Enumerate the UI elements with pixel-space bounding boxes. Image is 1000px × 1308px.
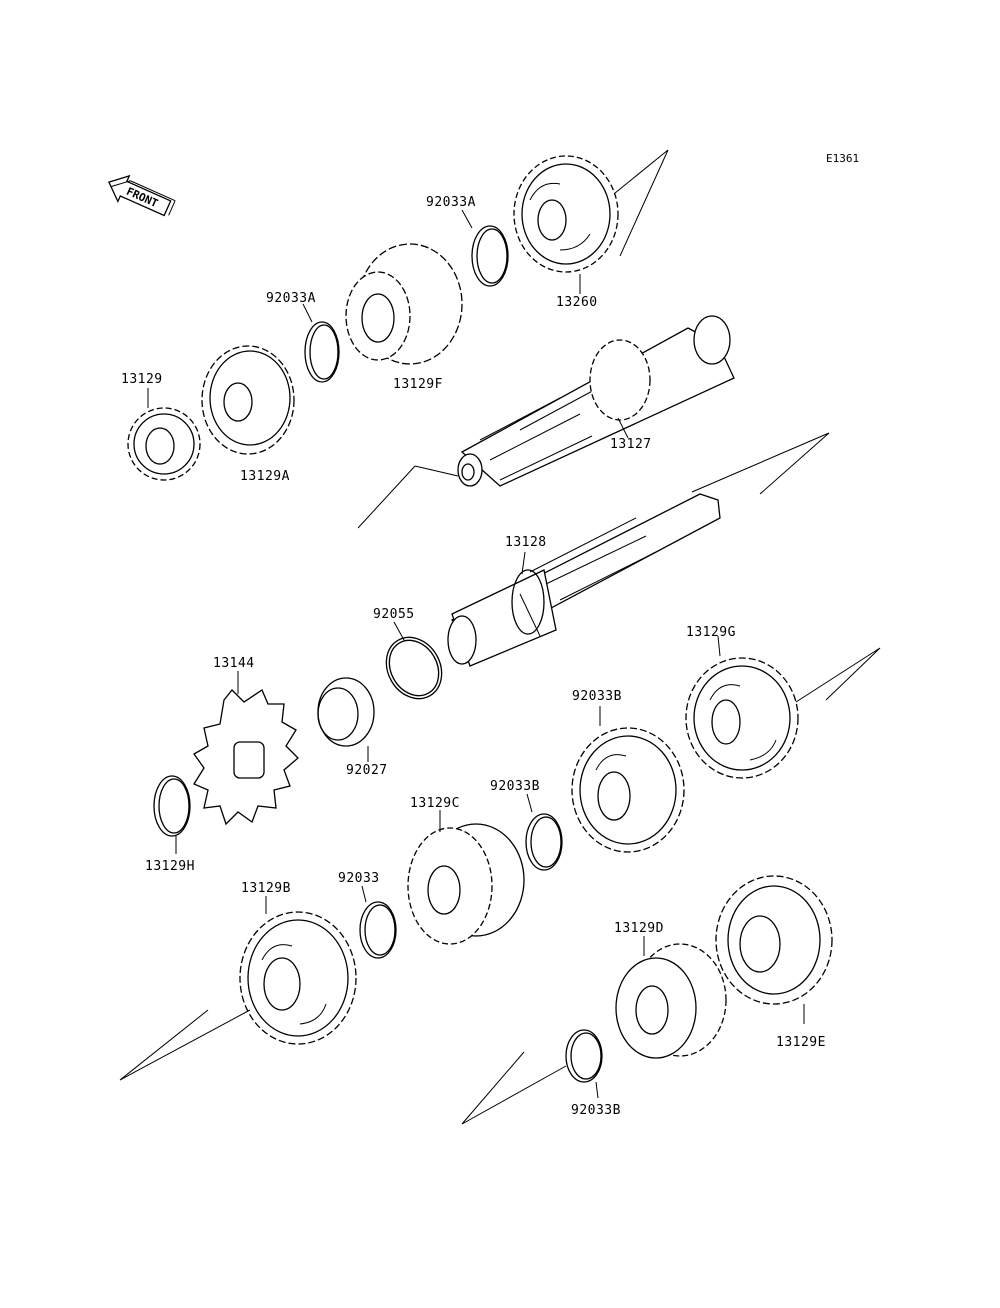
leader-13129H xyxy=(717,635,721,657)
circlip-92033B-3 xyxy=(565,1029,603,1083)
label-92033B-2: 92033B xyxy=(490,779,540,794)
circlip-92033B-1 xyxy=(153,775,191,837)
diagram-code: E1361 xyxy=(826,152,859,165)
gear-13129A xyxy=(201,345,295,455)
leader-13128 xyxy=(521,551,526,575)
front-arrow-icon: FRONT xyxy=(108,174,176,217)
label-13129F: 13129F xyxy=(393,377,443,392)
label-13129A: 13129A xyxy=(240,469,290,484)
gear-13129 xyxy=(127,407,201,481)
label-13127: 13127 xyxy=(610,437,652,452)
label-92055: 92055 xyxy=(373,607,415,622)
circlip-92033 xyxy=(359,901,397,959)
axis-line-upper-right xyxy=(691,432,830,495)
label-92027: 92027 xyxy=(346,763,388,778)
gear-13129D xyxy=(615,943,727,1059)
leader-92055 xyxy=(393,621,405,641)
label-13144: 13144 xyxy=(213,656,255,671)
ring-92055 xyxy=(385,636,443,700)
label-92033B-3: 92033B xyxy=(571,1103,621,1118)
circlip-92033A-2 xyxy=(471,225,509,287)
leader-13127 xyxy=(617,417,629,439)
axis-line-13129H xyxy=(795,647,881,703)
circlip-92033B-2 xyxy=(525,813,563,871)
label-13129D: 13129D xyxy=(614,921,664,936)
shaft-13128 xyxy=(447,493,721,667)
gear-13129C xyxy=(407,823,525,945)
label-13260: 13260 xyxy=(556,295,598,310)
leader-92033 xyxy=(361,885,367,903)
axis-line-upper xyxy=(357,149,669,529)
label-92033B-1: 13129H xyxy=(145,859,195,874)
label-13129C: 13129C xyxy=(410,796,460,811)
gear-13129B xyxy=(239,911,357,1045)
label-13129: 13129 xyxy=(121,372,163,387)
label-92033A-1: 92033A xyxy=(266,291,316,306)
leader-92033B-3 xyxy=(595,1081,599,1099)
label-13129B: 13129B xyxy=(241,881,291,896)
collar-92027 xyxy=(317,677,375,747)
gear-13129E xyxy=(715,875,833,1005)
gear-13129G xyxy=(571,727,685,853)
axis-line-bottom xyxy=(461,1051,567,1125)
label-92033: 92033 xyxy=(338,871,380,886)
label-92033A-2: 92033A xyxy=(426,195,476,210)
label-13129E: 13129E xyxy=(776,1035,826,1050)
axis-line-13129B xyxy=(119,1009,251,1081)
gear-13129H xyxy=(685,657,799,779)
gear-13129F xyxy=(345,243,463,365)
shaft-13127 xyxy=(457,315,735,487)
leader-92033B-2 xyxy=(526,793,533,813)
leader-92033A-1 xyxy=(302,303,313,323)
label-13128: 13128 xyxy=(505,535,547,550)
gear-13260 xyxy=(513,155,619,273)
leader-92033A-2 xyxy=(461,209,473,229)
label-13129H: 13129G xyxy=(686,625,736,640)
label-13129G: 92033B xyxy=(572,689,622,704)
sprocket-13144 xyxy=(193,689,299,826)
circlip-92033A-1 xyxy=(304,321,340,383)
